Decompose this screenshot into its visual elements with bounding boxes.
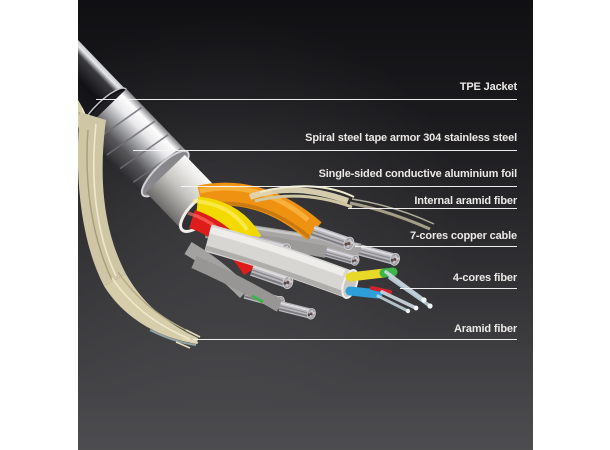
leader-line (400, 288, 517, 290)
callout-label: 7-cores copper cable (409, 230, 517, 242)
leader-line (348, 208, 517, 210)
leader-line (133, 150, 517, 152)
gray-copper-wire (191, 256, 317, 320)
aramid-fiber-ribbon (78, 112, 201, 349)
leader-line (193, 339, 517, 341)
optical-fibers (376, 270, 433, 314)
callout-label: Single-sided conductive aluminium foil (318, 168, 518, 180)
leader-line (355, 246, 517, 248)
callout-label: Aramid fiber (454, 323, 517, 335)
fiber-tube (204, 224, 398, 299)
leader-line (96, 99, 517, 101)
callout-label: 4-cores fiber (452, 272, 517, 284)
callout-label: Internal aramid fiber (414, 195, 517, 207)
leader-line (181, 186, 517, 188)
callout-label: Spiral steel tape armor 304 stainless st… (305, 132, 517, 144)
cable-layers (78, 0, 224, 233)
callout-label: TPE Jacket (459, 81, 517, 93)
